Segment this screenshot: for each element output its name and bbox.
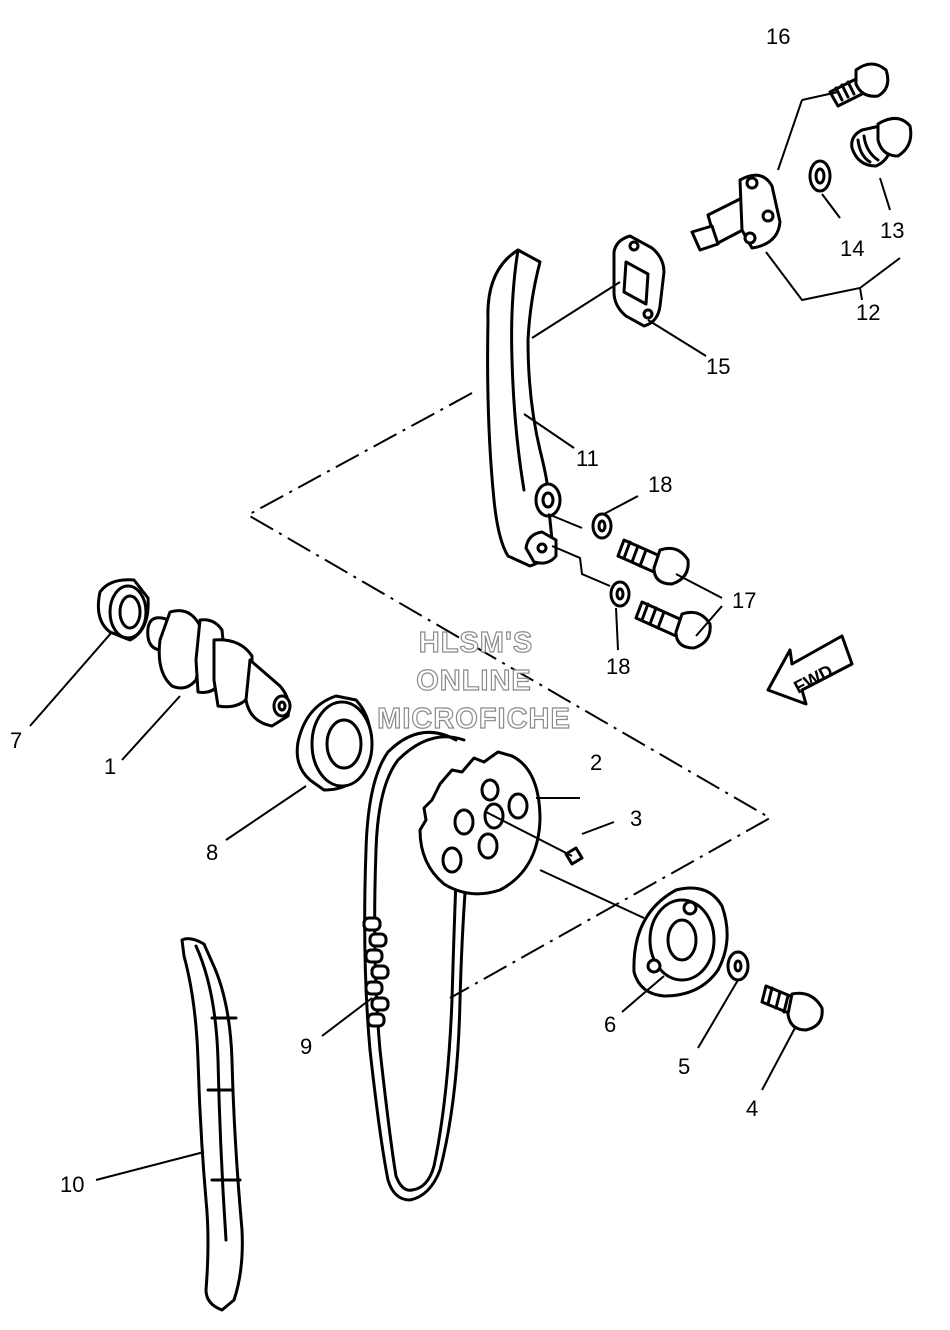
callout-18-upper: 18 xyxy=(648,472,672,497)
tensioner-gasket-15 xyxy=(612,234,666,328)
chain-guide-tensioner-side-11 xyxy=(486,248,562,568)
callout-17: 17 xyxy=(732,588,756,613)
watermark-line-1: HLSM'S xyxy=(419,627,533,659)
callout-14: 14 xyxy=(840,236,864,261)
chain-guide-bolt-17-lower xyxy=(634,600,712,650)
dowel-pin-3 xyxy=(564,846,584,866)
decompressor-plate-6 xyxy=(632,886,729,998)
callout-5: 5 xyxy=(678,1054,690,1079)
callout-9: 9 xyxy=(300,1034,312,1059)
washer-5 xyxy=(726,950,750,982)
chain-guide-exhaust-side-10 xyxy=(180,937,244,1312)
forward-direction-arrow: FWD xyxy=(766,634,854,706)
watermark-line-3: MICROFICHE xyxy=(377,703,571,735)
callout-18-lower: 18 xyxy=(606,654,630,679)
callout-6: 6 xyxy=(604,1012,616,1037)
washer-18-upper xyxy=(591,512,613,540)
cam-chain-9 xyxy=(362,730,469,1202)
watermark: HLSM'S ONLINE MICROFICHE xyxy=(377,626,571,735)
callout-1: 1 xyxy=(104,754,116,779)
tensioner-bolt-16 xyxy=(828,62,890,108)
callout-13: 13 xyxy=(880,218,904,243)
tensioner-cap-bolt-13 xyxy=(850,117,913,168)
callout-10: 10 xyxy=(60,1172,84,1197)
washer-18-lower xyxy=(609,580,631,608)
cam-chain-links-detail xyxy=(362,916,390,1028)
gasket-14 xyxy=(808,159,832,193)
callout-11: 11 xyxy=(576,446,599,471)
bearing-8 xyxy=(295,694,374,792)
alignment-phantom-lines xyxy=(245,392,773,999)
camshaft-1 xyxy=(146,609,292,728)
chain-guide-bolt-17-upper xyxy=(616,538,690,586)
bearing-7 xyxy=(96,578,150,642)
watermark-line-2: ONLINE xyxy=(416,665,532,697)
callout-7: 7 xyxy=(10,728,22,753)
callout-4: 4 xyxy=(746,1096,758,1121)
callout-2: 2 xyxy=(590,750,602,775)
callout-8: 8 xyxy=(206,840,218,865)
cam-chain-tensioner-assembly xyxy=(690,173,782,252)
callout-12: 12 xyxy=(856,300,880,325)
leader-lines xyxy=(29,91,901,1181)
callout-16: 16 xyxy=(766,24,790,49)
cam-sprocket-2 xyxy=(418,750,542,896)
callout-3: 3 xyxy=(630,806,642,831)
callout-15: 15 xyxy=(706,354,730,379)
callout-labels: 16 13 14 12 15 11 18 17 18 7 1 8 2 3 6 5… xyxy=(10,24,904,1197)
sprocket-bolt-4 xyxy=(760,984,824,1032)
